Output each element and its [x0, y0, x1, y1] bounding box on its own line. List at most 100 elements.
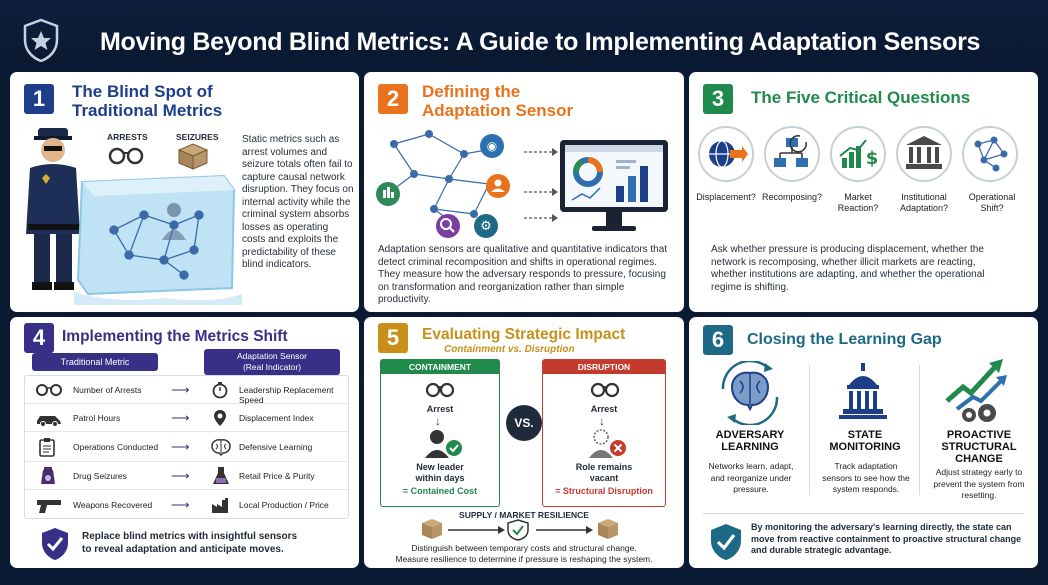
brain-icon — [211, 439, 231, 456]
column-header-sensor: Adaptation Sensor (Real Indicator) — [204, 349, 340, 375]
brain-cycle-icon — [721, 361, 779, 425]
question-circle-market: $ — [830, 126, 886, 182]
disruption-box: DISRUPTION Arrest ↓ Role remains vacant … — [542, 359, 666, 507]
question-circle-operational — [962, 126, 1018, 182]
question-label-displacement: Displacement? — [696, 192, 756, 202]
column-header-label: Traditional Metric — [60, 357, 130, 367]
title-line-1: STATE — [847, 429, 883, 441]
arrow-down-icon: ↓ — [599, 414, 605, 428]
traditional-metric-label: Number of Arrests — [73, 385, 142, 395]
handcuffs-icon — [590, 382, 620, 398]
sensor-metric-label: Defensive Learning — [239, 442, 313, 452]
arrow-right-icon: ⟶ — [171, 497, 190, 512]
containment-result: New leader within days — [381, 462, 499, 484]
arrow-down-icon: ↓ — [435, 414, 441, 428]
title-line-2: STRUCTURAL — [941, 441, 1017, 453]
police-officer-figure — [26, 128, 80, 290]
sensor-metric-label: Local Production / Price — [239, 500, 329, 510]
five-questions-description: Ask whether pressure is producing displa… — [711, 244, 985, 293]
drug-bag-icon — [41, 467, 55, 484]
globe-arrow-icon — [709, 140, 748, 168]
footer-divider — [703, 513, 1024, 514]
containment-header: CONTAINMENT — [381, 360, 499, 374]
result-line-2: within days — [415, 473, 465, 483]
column-text-proactive: Adjust strategy early to prevent the sys… — [933, 467, 1025, 500]
title-line-1: PROACTIVE — [946, 429, 1012, 441]
panel-title: The Blind Spot of Traditional Metrics — [72, 82, 222, 120]
panel-title: The Five Critical Questions — [751, 88, 971, 107]
panel-title: Closing the Learning Gap — [747, 331, 942, 348]
arrow-right-icon: ⟶ — [171, 410, 190, 425]
result-line-1: New leader — [416, 462, 464, 472]
factory-icon — [212, 498, 228, 513]
metrics-shift-footer: Replace blind metrics with insightful se… — [82, 531, 297, 556]
question-label-institutional: Institutional Adaptation? — [899, 192, 949, 213]
panel-subtitle: Containment vs. Disruption — [444, 344, 575, 355]
traditional-metric-label: Operations Conducted — [73, 442, 159, 452]
monitor-dashboard-icon — [560, 140, 668, 231]
panel-title: Implementing the Metrics Shift — [62, 328, 288, 345]
title-line-1: Defining the — [422, 82, 521, 101]
learning-gap-footer: By monitoring the adversary's learning d… — [751, 522, 1022, 555]
handcuffs-icon — [425, 382, 455, 398]
panel-number-1: 1 — [24, 84, 54, 114]
title-line-2: Traditional Metrics — [72, 101, 223, 120]
disruption-result: Role remains vacant — [543, 462, 665, 484]
stopwatch-icon — [212, 382, 228, 399]
question-label-recomposing: Recomposing? — [761, 192, 823, 202]
handcuffs-icon — [108, 147, 144, 165]
panel-learning-gap: 6 Closing the Learning Gap ADVERSARY LEA… — [689, 317, 1038, 568]
column-header-sublabel: (Real Indicator) — [242, 362, 302, 372]
market-chart-dollar-icon: $ — [839, 139, 878, 169]
disruption-action: Arrest — [590, 404, 618, 414]
title-line-2: MONITORING — [829, 441, 901, 453]
containment-box: CONTAINMENT Arrest ↓ New leader within d… — [380, 359, 500, 507]
institution-building-icon — [906, 136, 942, 169]
footer-line-2: to reveal adaptation and anticipate move… — [82, 543, 284, 555]
disruption-header: DISRUPTION — [543, 360, 665, 374]
divider — [919, 365, 920, 495]
containment-action: Arrest — [426, 404, 454, 414]
sensor-metric-label: Retail Price & Purity — [239, 471, 315, 481]
question-circle-institutional — [896, 126, 952, 182]
panel-five-questions: 3 The Five Critical Questions $ — [689, 72, 1038, 312]
handgun-icon — [37, 500, 61, 513]
column-title-proactive: PROACTIVE STRUCTURAL CHANGE — [925, 429, 1033, 465]
svg-text:⚙: ⚙ — [480, 219, 492, 234]
table-row: Operations Conducted ⟶ Defensive Learnin… — [25, 432, 348, 462]
panel-number-4: 4 — [24, 323, 54, 353]
panel-title: Evaluating Strategic Impact — [422, 326, 626, 343]
title-line-3: CHANGE — [955, 453, 1003, 465]
title-line-1: The Blind Spot of — [72, 82, 213, 101]
table-row: Patrol Hours ⟶ Displacement Index — [25, 404, 348, 432]
footer-line-1: Replace blind metrics with insightful se… — [82, 531, 298, 542]
result-line-2: vacant — [589, 473, 619, 483]
arrow-right-icon: ⟶ — [171, 439, 190, 454]
arrests-label: ARRESTS — [107, 132, 148, 142]
result-line-1: Role remains — [575, 462, 633, 472]
panel-number-3: 3 — [703, 84, 733, 114]
title-line-2: Adaptation Sensor — [422, 101, 574, 120]
supply-resilience-title: SUPPLY / MARKET RESILIENCE — [459, 510, 589, 520]
column-text-state: Track adaptation sensors to see how the … — [822, 461, 910, 494]
handcuffs-icon — [36, 384, 62, 396]
panel-number-6: 6 — [703, 325, 733, 355]
page-title: Moving Beyond Blind Metrics: A Guide to … — [100, 28, 981, 56]
panel-title: Defining the Adaptation Sensor — [422, 82, 573, 120]
lab-flask-icon — [213, 467, 229, 484]
org-chart-refresh-icon — [774, 135, 808, 167]
panel-number-2: 2 — [378, 84, 408, 114]
column-header-traditional: Traditional Metric — [32, 353, 158, 371]
column-title-adversary: ADVERSARY LEARNING — [695, 429, 805, 453]
star-shield-icon — [23, 18, 59, 62]
operational-network-icon — [974, 136, 1008, 172]
ice-block-network — [74, 174, 242, 305]
arrow-dashed-icon — [524, 148, 558, 222]
growth-arrows-gears-icon — [945, 359, 1007, 422]
person-cross-icon — [589, 429, 626, 458]
table-row: Number of Arrests ⟶ Leadership Replaceme… — [25, 376, 348, 405]
footer-line-1: Distinguish between temporary costs and … — [411, 543, 637, 553]
arrow-right-icon: ⟶ — [171, 468, 190, 483]
divider — [809, 365, 810, 495]
versus-label: VS. — [514, 416, 534, 430]
